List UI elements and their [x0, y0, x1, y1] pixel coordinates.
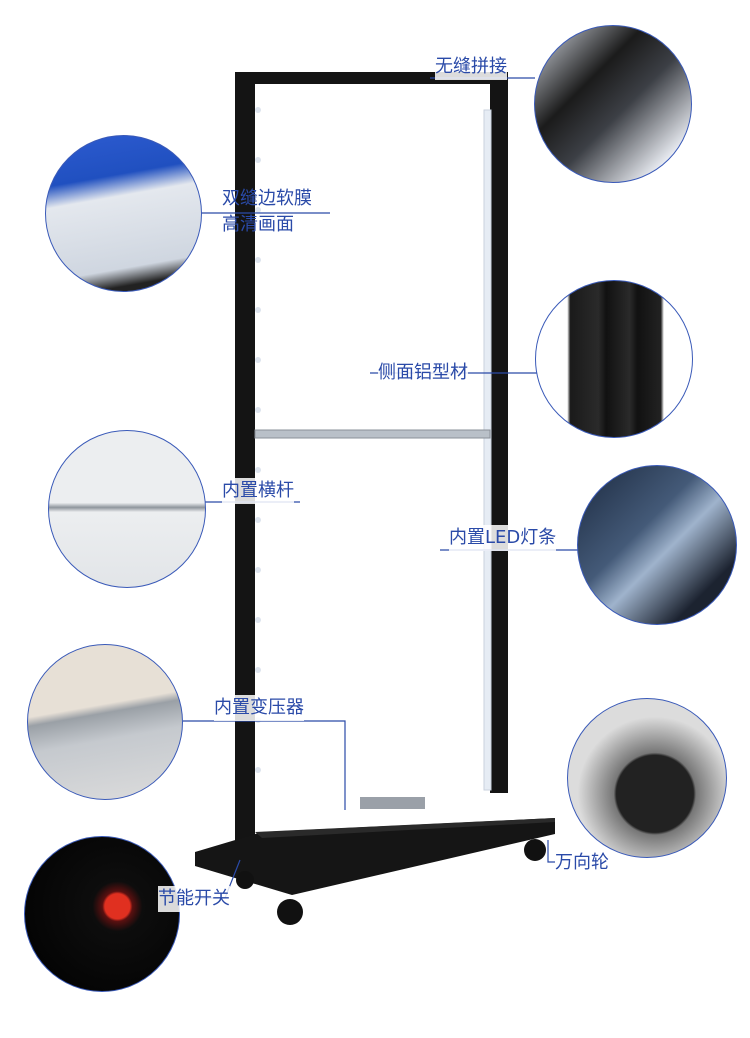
- transformer-box: [360, 797, 425, 809]
- label-soft-film-line1: 双缝边软膜: [222, 188, 312, 209]
- detail-corner-joint: [534, 25, 692, 183]
- detail-crossbar: [48, 430, 206, 588]
- label-seamless-joint: 无缝拼接: [435, 54, 507, 80]
- label-transformer: 内置变压器: [214, 695, 304, 721]
- detail-side-profile: [535, 280, 693, 438]
- caster-wheel: [277, 899, 303, 925]
- label-switch: 节能开关: [158, 886, 230, 912]
- label-crossbar: 内置横杆: [222, 478, 294, 504]
- crossbar: [254, 429, 491, 439]
- label-caster: 万向轮: [555, 850, 609, 876]
- detail-caster: [567, 698, 727, 858]
- detail-led-strip: [577, 465, 737, 625]
- detail-soft-film: [45, 135, 202, 292]
- caster-wheel: [524, 839, 546, 861]
- caster-wheel: [236, 871, 254, 889]
- label-soft-film-line2: 高清画面: [222, 214, 294, 235]
- detail-switch: [24, 836, 180, 992]
- frame-left-post: [235, 72, 255, 862]
- led-strip-right: [483, 109, 492, 791]
- label-soft-film: 双缝边软膜 高清画面: [222, 186, 312, 238]
- label-led-strip: 内置LED灯条: [449, 525, 557, 551]
- base-top: [255, 818, 555, 838]
- label-side-profile: 侧面铝型材: [378, 360, 468, 386]
- base: [195, 818, 555, 895]
- led-beads-left: [255, 107, 261, 773]
- frame-right-post: [490, 78, 508, 793]
- detail-transformer: [27, 644, 183, 800]
